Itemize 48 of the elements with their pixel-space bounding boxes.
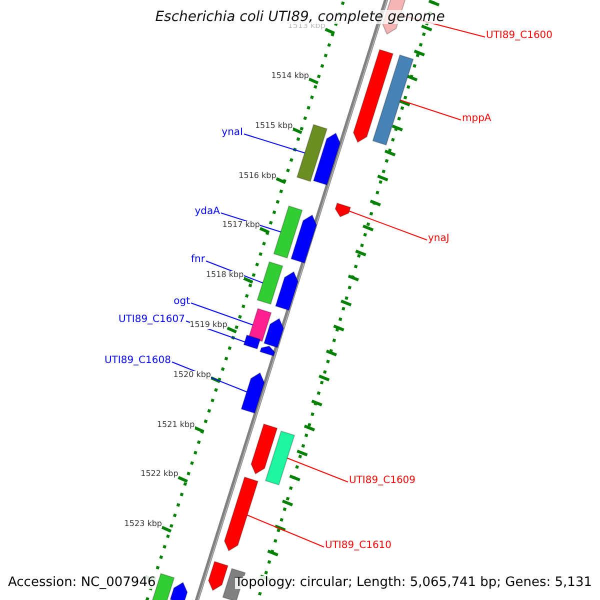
gene-feature (274, 271, 299, 311)
gene-label: UTI89_C1607 (118, 315, 185, 325)
leader-line (246, 514, 324, 548)
tick-label: 1515 kbp (254, 122, 293, 130)
gene-feature (248, 308, 272, 342)
gene-feature (250, 423, 278, 475)
tick-label: 1516 kbp (238, 172, 276, 180)
gene-label: ynaJ (428, 234, 450, 244)
gene-label: ogt (174, 297, 190, 307)
gene-feature (260, 346, 276, 357)
title: Escherichia coli UTI89, complete genome (155, 10, 445, 24)
tick-label: 1518 kbp (206, 271, 244, 280)
gene-feature (352, 48, 394, 144)
gene-feature (208, 560, 229, 592)
gene-feature (240, 372, 265, 414)
gene-label: UTI89_C1610 (325, 541, 392, 551)
gene-feature (170, 582, 188, 600)
tick-label: 1523 kbp (124, 520, 162, 528)
tick-label: 1522 kbp (140, 470, 178, 478)
gene-feature (273, 205, 303, 259)
gene-feature (256, 261, 284, 305)
tick-label: 1521 kbp (156, 420, 195, 429)
gene-feature (372, 54, 414, 146)
gene-label: UTI89_C1608 (104, 356, 171, 366)
tick-label: 1517 kbp (222, 221, 260, 230)
gene-label: fnr (191, 255, 205, 265)
gene-label: mppA (462, 114, 492, 124)
accession-text: Accession: NC_007946 (8, 576, 156, 588)
leader-line (348, 210, 428, 240)
tick-label: 1514 kbp (271, 72, 309, 80)
gene-label: ydaA (194, 207, 220, 217)
gene-feature (264, 430, 296, 486)
leader-line (286, 458, 348, 482)
gene-label: ynaI (222, 128, 243, 138)
gene-feature (334, 202, 352, 218)
leader-line (400, 100, 462, 120)
leader-line (190, 302, 254, 326)
gene-feature (224, 476, 259, 552)
gene-feature (296, 124, 328, 182)
leader-line (244, 134, 306, 154)
genome-stats-text: Topology: circular; Length: 5,065,741 bp; Genes: 5,131 (234, 576, 592, 588)
gene-label: UTI89_C1600 (486, 31, 553, 41)
gene-feature (312, 132, 341, 186)
tick-label: 1519 kbp (190, 321, 228, 329)
tick-label: 1520 kbp (173, 370, 211, 379)
gene-feature (243, 334, 261, 350)
gene-label: UTI89_C1609 (349, 476, 416, 486)
gene-feature (290, 214, 318, 264)
